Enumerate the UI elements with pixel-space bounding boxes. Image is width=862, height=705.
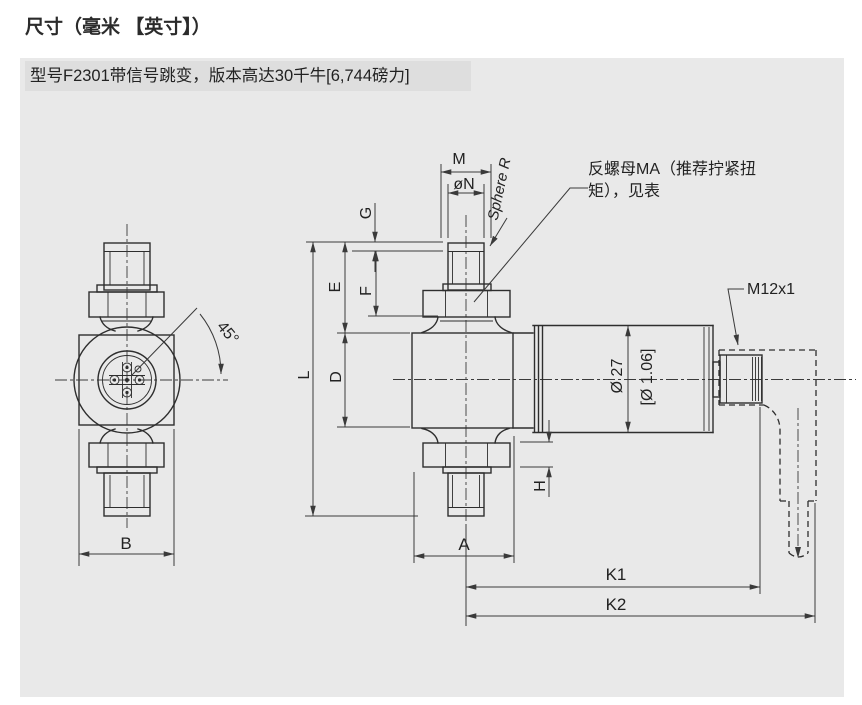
locknut-note-line1: 反螺母MA（推荐拧紧扭: [588, 160, 756, 178]
left-view-top-hex-nut: [88, 291, 165, 318]
left-view-connector-face: [97, 350, 157, 410]
dim-k1-label: K1: [606, 565, 627, 584]
m12-callout: M12x1: [727, 281, 795, 346]
left-view-bottom-stud: [103, 472, 151, 517]
dim-k2: K2: [465, 503, 816, 623]
dim-k2-label: K2: [606, 595, 627, 614]
right-view-top-hex-nut: [422, 289, 511, 318]
left-view-bottom-flare: [99, 428, 154, 444]
dim-g: G: [306, 203, 443, 272]
left-view-bottom-hex-nut: [88, 442, 165, 468]
dim-g-label: G: [358, 207, 375, 219]
right-view-bottom-stud: [447, 472, 485, 517]
dim-e-label: E: [327, 282, 344, 293]
dim-k1: K1: [465, 407, 761, 626]
dim-l-label: L: [296, 370, 313, 379]
dim-dia27: Ø 27 [Ø 1.06]: [609, 325, 656, 433]
right-view-mating-connector-dashed: [718, 349, 817, 501]
right-view-bottom-flare: [421, 427, 510, 444]
dim-h-label: H: [532, 480, 549, 492]
dim-m: M: [440, 151, 492, 238]
dim-f-label: F: [358, 286, 375, 296]
dim-b: B: [78, 429, 175, 566]
right-view: [393, 215, 856, 558]
sphere-r-label: Sphere R: [485, 156, 515, 222]
right-view-cable-dashed: [780, 408, 816, 558]
dim-d-label: D: [328, 371, 345, 383]
sphere-r-callout: Sphere R: [485, 156, 515, 247]
dim-dia27-label: Ø 27: [609, 359, 626, 394]
right-view-body: [411, 332, 534, 429]
left-view: 45° B: [55, 224, 242, 566]
dim-e: E: [327, 241, 410, 334]
panel-header: 型号F2301带信号跳变，版本高达30千牛[6,744磅力]: [25, 61, 471, 91]
dim-f: F: [358, 250, 438, 317]
drawing-panel: [20, 58, 844, 697]
angle-45-label: 45°: [213, 318, 242, 347]
locknut-note: 反螺母MA（推荐拧紧扭 矩），见表: [473, 160, 756, 303]
dim-m-label: M: [452, 151, 465, 168]
dim-n: øN: [447, 176, 485, 238]
dim-h: H: [520, 420, 553, 497]
right-view-m12-plug: [712, 354, 763, 404]
dim-dia27-inch-label: [Ø 1.06]: [639, 349, 656, 406]
dim-angle-45: 45°: [130, 307, 242, 377]
locknut-note-line2: 矩），见表: [588, 182, 660, 200]
dim-a-label: A: [458, 535, 470, 554]
right-view-bottom-hex-nut: [422, 442, 511, 474]
dim-b-label: B: [120, 534, 131, 553]
dim-n-label: øN: [453, 176, 474, 193]
dim-d: D: [328, 332, 410, 428]
m12-label: M12x1: [747, 281, 795, 298]
page-title: 尺寸（毫米 【英寸】）: [25, 17, 211, 38]
right-view-top-flare: [421, 316, 512, 334]
dim-l: L: [296, 241, 418, 517]
right-view-top-stud: [442, 242, 492, 292]
dim-a: A: [413, 436, 515, 563]
left-view-top-flare: [99, 316, 154, 332]
